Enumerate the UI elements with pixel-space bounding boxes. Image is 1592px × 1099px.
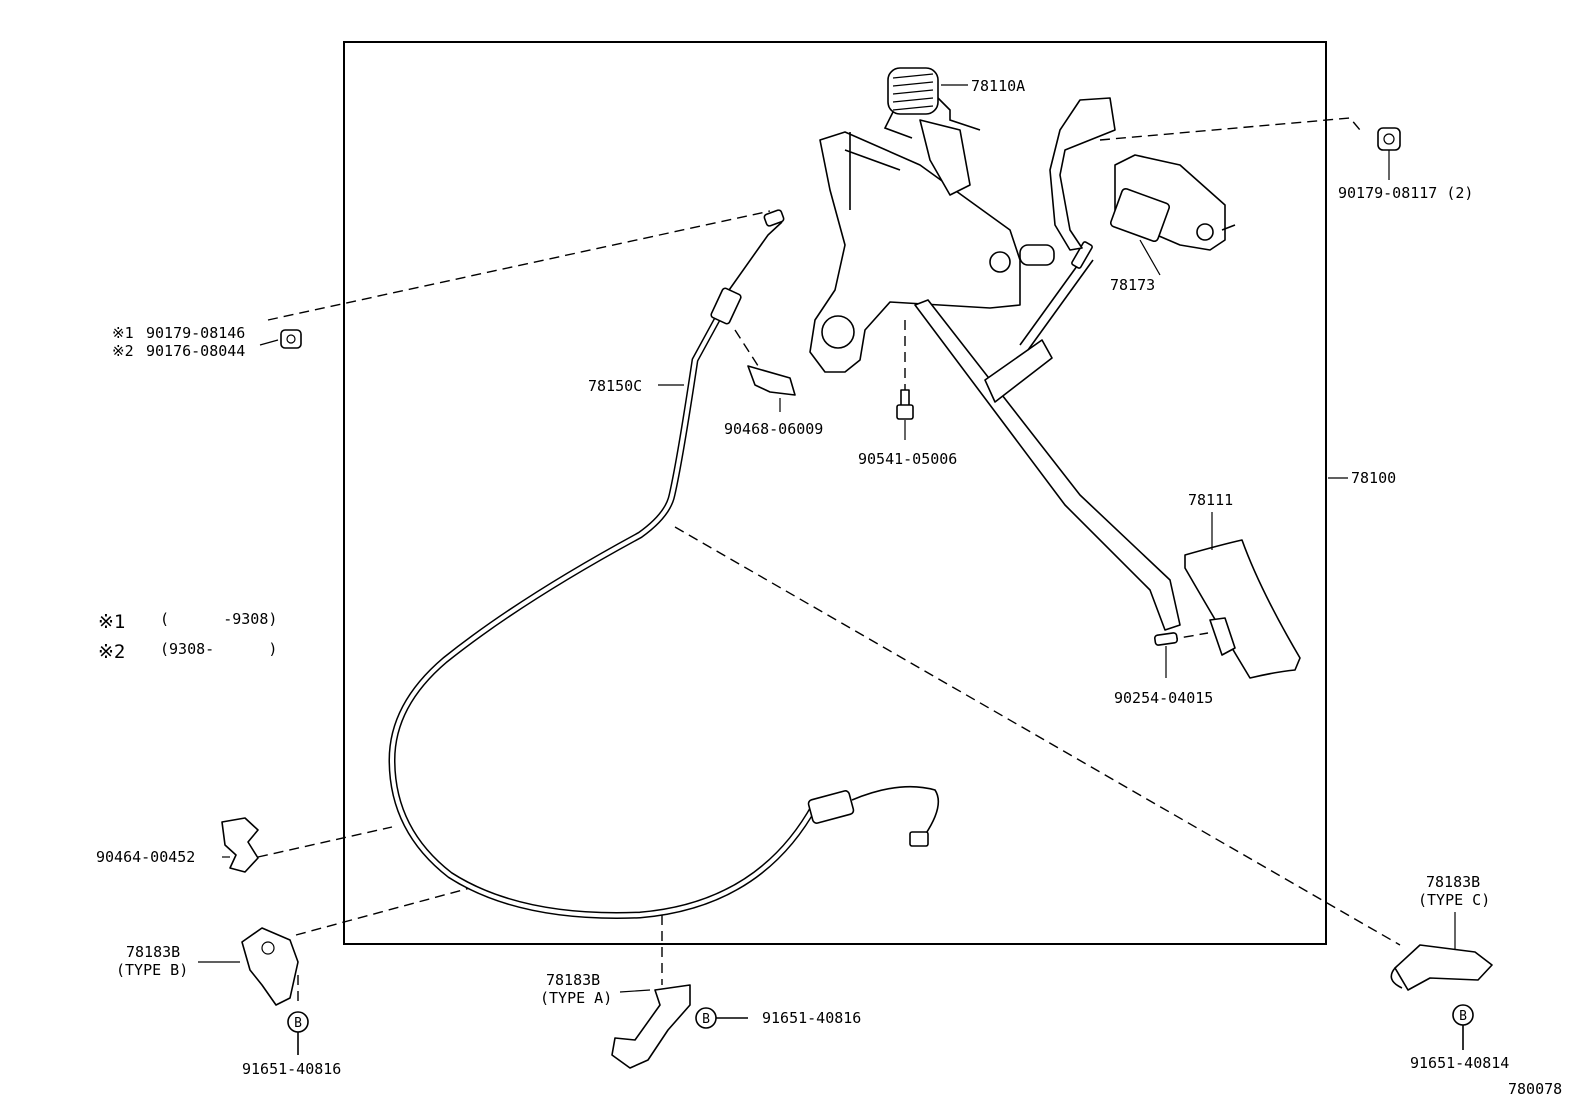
- svg-text:B: B: [294, 1016, 302, 1031]
- note-2-range: (9308- ): [160, 640, 277, 658]
- label-clamp-c: 78183B: [1426, 873, 1480, 891]
- label-pedal-pad: 78111: [1188, 491, 1233, 509]
- label-clamp-b: 78183B: [126, 943, 180, 961]
- label-clamp-a: 78183B: [546, 971, 600, 989]
- accelerator-cable: [388, 209, 940, 919]
- label-nut-left-2: 90176-08044: [146, 342, 245, 360]
- note-2-mark: ※2: [98, 641, 125, 663]
- pedal-arm: [914, 241, 1181, 631]
- pedal-pin: [1153, 632, 1179, 646]
- nut-right: [1377, 127, 1401, 151]
- label-pedal-assy: 78100: [1351, 469, 1396, 487]
- pedal-bracket: [809, 119, 1055, 373]
- nut-left: [280, 329, 302, 349]
- label-bolt-a: 91651-40816: [762, 1009, 861, 1027]
- label-clamp: 90464-00452: [96, 848, 195, 866]
- label-clamp-b-type: (TYPE B): [116, 961, 188, 979]
- label-bolt-b-left: 91651-40816: [242, 1060, 341, 1078]
- svg-text:B: B: [1459, 1009, 1467, 1024]
- diagram-id: 780078: [1508, 1080, 1562, 1098]
- assembly-frame: [343, 41, 1327, 945]
- cable-clamp: [221, 817, 259, 873]
- applicability-notes: ※1 ( -9308) ※2 (9308- ): [98, 610, 277, 663]
- cable-clip: [747, 365, 796, 396]
- svg-text:B: B: [702, 1012, 710, 1027]
- label-nut-left-mark-1: ※1: [112, 324, 134, 342]
- leader-lines: [198, 84, 1456, 993]
- label-clamp-c-type: (TYPE C): [1418, 891, 1490, 909]
- dashed-leaders: [257, 117, 1401, 1003]
- bolt-b-marker-left: B: [287, 1011, 309, 1055]
- label-spring: 78110A: [971, 77, 1025, 95]
- bolt-b-marker-bottom: B: [695, 1007, 748, 1029]
- return-spring: [883, 67, 981, 139]
- label-bolt-c: 91651-40814: [1410, 1054, 1509, 1072]
- label-cable: 78150C: [588, 377, 642, 395]
- part-labels: 78110A 78173 90179-08117 (2) ※1 90179-08…: [96, 77, 1562, 1098]
- label-cable-clip: 90468-06009: [724, 420, 823, 438]
- pedal-pad: [1184, 539, 1301, 679]
- stopper-bolt: [896, 389, 914, 420]
- label-pin: 90254-04015: [1114, 689, 1213, 707]
- bolt-b-marker-right: B: [1452, 1004, 1474, 1050]
- clamp-type-b: [241, 927, 299, 1006]
- note-1-range: ( -9308): [160, 610, 277, 628]
- note-1-mark: ※1: [98, 611, 125, 633]
- label-nut-left-1: 90179-08146: [146, 324, 245, 342]
- label-nut-left-mark-2: ※2: [112, 342, 134, 360]
- label-clamp-a-type: (TYPE A): [540, 989, 612, 1007]
- clamp-type-a: [611, 984, 691, 1069]
- clamp-type-c: [1390, 944, 1493, 991]
- label-stopper-bolt: 90541-05006: [858, 450, 957, 468]
- label-lever-bracket: 78173: [1110, 276, 1155, 294]
- label-nut-right: 90179-08117 (2): [1338, 184, 1473, 202]
- lever-bracket: [1049, 97, 1236, 251]
